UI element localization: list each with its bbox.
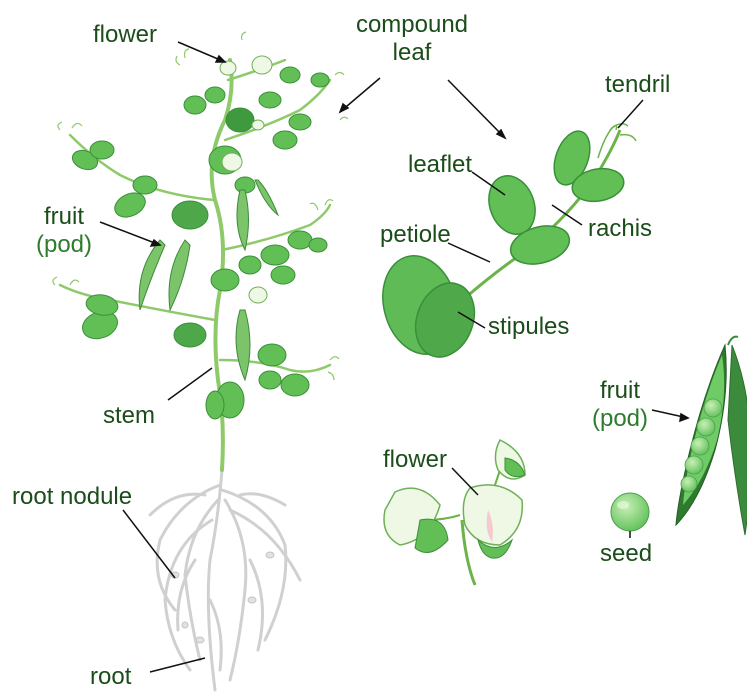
label-stipules: stipules [488, 314, 569, 340]
root-system [150, 470, 300, 690]
label-petiole: petiole [380, 222, 451, 248]
label-flower-top: flower [93, 22, 157, 48]
label-fruit-right-line2: (pod) [578, 406, 662, 432]
label-leaflet: leaflet [408, 152, 472, 178]
label-seed: seed [600, 541, 652, 567]
label-rachis: rachis [588, 216, 652, 242]
label-tendril: tendril [605, 72, 670, 98]
pod-detail [676, 337, 747, 535]
plant-pods [139, 180, 278, 380]
seed-detail [611, 493, 649, 531]
label-fruit-left-line1: fruit [22, 204, 106, 230]
label-compound-leaf-line2: leaf [340, 40, 484, 66]
label-fruit-right-line1: fruit [578, 378, 662, 404]
label-stem: stem [103, 403, 155, 429]
label-compound-leaf-line1: compound [340, 12, 484, 38]
label-fruit-left-line2: (pod) [22, 232, 106, 258]
label-root: root [90, 664, 131, 690]
pointer-lines [100, 42, 688, 672]
label-flower-bottom: flower [383, 447, 447, 473]
label-root-nodule: root nodule [12, 484, 132, 510]
plant-leaves [70, 67, 329, 419]
